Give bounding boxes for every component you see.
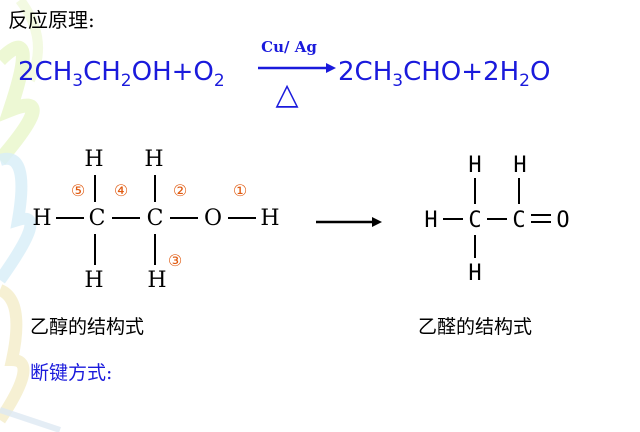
atom-c: C bbox=[512, 208, 525, 233]
bond-breaking-caption: 断键方式: bbox=[30, 362, 113, 384]
atom-h: H bbox=[468, 153, 481, 178]
equation-reactants: 2CH3CH2OH+O2 bbox=[18, 57, 225, 91]
atom-h: H bbox=[424, 208, 437, 233]
atom-h: H bbox=[468, 261, 481, 286]
catalyst-label: Cu/ Ag bbox=[261, 38, 317, 56]
reaction-arrow-head bbox=[326, 63, 336, 73]
atom-h: H bbox=[147, 268, 166, 293]
bond-label: ① bbox=[233, 181, 247, 200]
atom-c: C bbox=[468, 208, 481, 233]
atom-h: H bbox=[32, 206, 51, 231]
atom-c: C bbox=[147, 206, 164, 231]
atom-o: O bbox=[556, 208, 569, 233]
atom-h: H bbox=[260, 206, 279, 231]
acetaldehyde-structure: H H H C C O H bbox=[424, 153, 569, 286]
heat-symbol: △ bbox=[275, 77, 298, 112]
ethanol-structure: H H H C C O H H H ⑤ ④ ② ① ③ bbox=[32, 147, 279, 293]
page-title: 反应原理: bbox=[8, 8, 95, 32]
atom-h: H bbox=[84, 147, 103, 172]
bond-label: ② bbox=[173, 181, 187, 200]
equation-products: 2CH3CHO+2H2O bbox=[338, 57, 550, 91]
acetaldehyde-caption: 乙醛的结构式 bbox=[418, 316, 533, 338]
atom-c: C bbox=[89, 206, 106, 231]
bond-label: ⑤ bbox=[71, 181, 85, 200]
bond-label: ③ bbox=[168, 251, 182, 270]
atom-h: H bbox=[144, 147, 163, 172]
reaction-equation: 2CH3CH2OH+O2 Cu/ Ag △ 2CH3CHO+2H2O bbox=[18, 38, 550, 112]
atom-o: O bbox=[204, 206, 222, 231]
atom-h: H bbox=[513, 153, 526, 178]
atom-h: H bbox=[84, 268, 103, 293]
ethanol-caption: 乙醇的结构式 bbox=[30, 316, 145, 338]
bond-label: ④ bbox=[114, 181, 128, 200]
conversion-arrow-head bbox=[372, 217, 382, 227]
